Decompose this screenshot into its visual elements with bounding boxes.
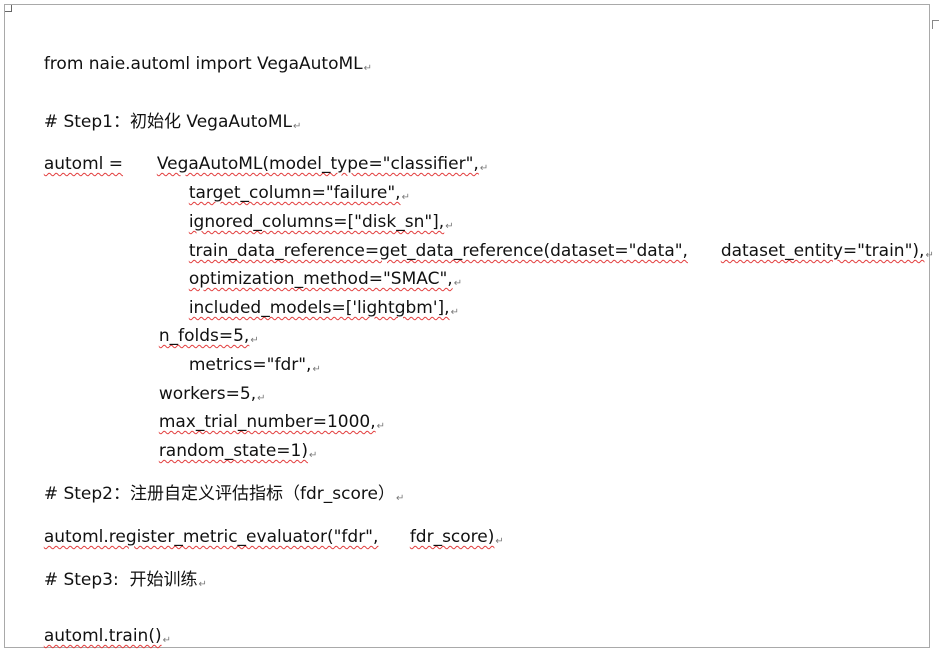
paragraph-mark-icon: ↵ [450, 307, 459, 318]
paragraph-mark-icon: ↵ [198, 579, 207, 590]
train-call: automl.train() [43, 626, 162, 646]
train-data-reference-arg: train_data_reference=get_data_reference(… [188, 241, 688, 261]
code-line-register-metric: automl.register_metric_evaluator("fdr", [33, 504, 379, 548]
automl-assign: automl = [43, 154, 124, 174]
crop-mark-top-right [932, 20, 939, 29]
code-line-optimization: optimization_method="SMAC",↵ [178, 246, 462, 295]
workers-arg: workers=5, [158, 384, 257, 404]
paragraph-mark-icon: ↵ [401, 192, 410, 203]
ignored-columns-arg: ignored_columns=["disk_sn"], [188, 212, 445, 232]
code-line-automl-assign: automl = [33, 131, 123, 175]
paragraph-mark-icon: ↵ [495, 536, 504, 547]
paragraph-mark-icon: ↵ [479, 163, 489, 174]
code-line-train-data-reference: train_data_reference=get_data_reference(… [178, 218, 688, 262]
crop-mark-top-left [5, 5, 12, 12]
code-line-train-call: automl.train()↵ [33, 603, 171, 652]
import-statement: from naie.automl import VegaAutoML [43, 54, 363, 74]
step2-comment: # Step2：注册自定义评估指标（fdr_score） [43, 484, 395, 504]
paragraph-mark-icon: ↵ [395, 493, 405, 504]
vega-call: VegaAutoML(model_type="classifier", [156, 154, 479, 174]
code-line-metrics: metrics="fdr",↵ [178, 332, 321, 381]
document-page [4, 4, 930, 648]
paragraph-mark-icon: ↵ [925, 250, 934, 261]
target-column-arg: target_column="failure", [188, 183, 401, 203]
paragraph-mark-icon: ↵ [292, 121, 302, 132]
n-folds-arg: n_folds=5, [158, 326, 250, 346]
code-line-n-folds: n_folds=5,↵ [148, 303, 259, 352]
code-line-vega-call: VegaAutoML(model_type="classifier",↵ [146, 131, 488, 180]
code-line-step3-comment: # Step3: 开始训练↵ [33, 547, 207, 596]
optimization-method-arg: optimization_method="SMAC", [188, 269, 453, 289]
dataset-entity-arg: dataset_entity="train"), [720, 241, 925, 261]
code-line-import: from naie.automl import VegaAutoML↵ [33, 31, 372, 80]
register-metric-call: automl.register_metric_evaluator("fdr", [43, 527, 379, 547]
code-line-register-metric-arg: fdr_score)↵ [399, 504, 504, 553]
code-line-random-state: random_state=1)↵ [148, 418, 318, 467]
paragraph-mark-icon: ↵ [363, 63, 373, 74]
paragraph-mark-icon: ↵ [162, 635, 171, 646]
included-models-arg: included_models=['lightgbm'], [188, 298, 450, 318]
paragraph-mark-icon: ↵ [257, 393, 266, 404]
code-line-ignored-columns: ignored_columns=["disk_sn"],↵ [178, 189, 454, 238]
paragraph-mark-icon: ↵ [309, 450, 318, 461]
code-line-target-column: target_column="failure",↵ [178, 160, 410, 209]
paragraph-mark-icon: ↵ [445, 221, 454, 232]
random-state-arg: random_state=1) [158, 441, 309, 461]
step1-comment: # Step1：初始化 VegaAutoML [43, 112, 292, 132]
metrics-arg: metrics="fdr", [188, 355, 312, 375]
code-line-workers: workers=5,↵ [148, 361, 266, 410]
register-metric-fdr-score: fdr_score) [409, 527, 495, 547]
paragraph-mark-icon: ↵ [250, 335, 259, 346]
paragraph-mark-icon: ↵ [453, 278, 463, 289]
paragraph-mark-icon: ↵ [312, 364, 321, 375]
code-line-step1-comment: # Step1：初始化 VegaAutoML↵ [33, 89, 302, 138]
code-line-dataset-entity: dataset_entity="train"),↵ [710, 218, 934, 267]
code-line-step2-comment: # Step2：注册自定义评估指标（fdr_score）↵ [33, 461, 405, 510]
code-line-included-models: included_models=['lightgbm'],↵ [178, 275, 459, 324]
code-line-max-trial: max_trial_number=1000,↵ [148, 389, 385, 438]
step3-comment: # Step3: 开始训练 [43, 570, 198, 590]
paragraph-mark-icon: ↵ [376, 421, 386, 432]
max-trial-number-arg: max_trial_number=1000, [158, 412, 376, 432]
